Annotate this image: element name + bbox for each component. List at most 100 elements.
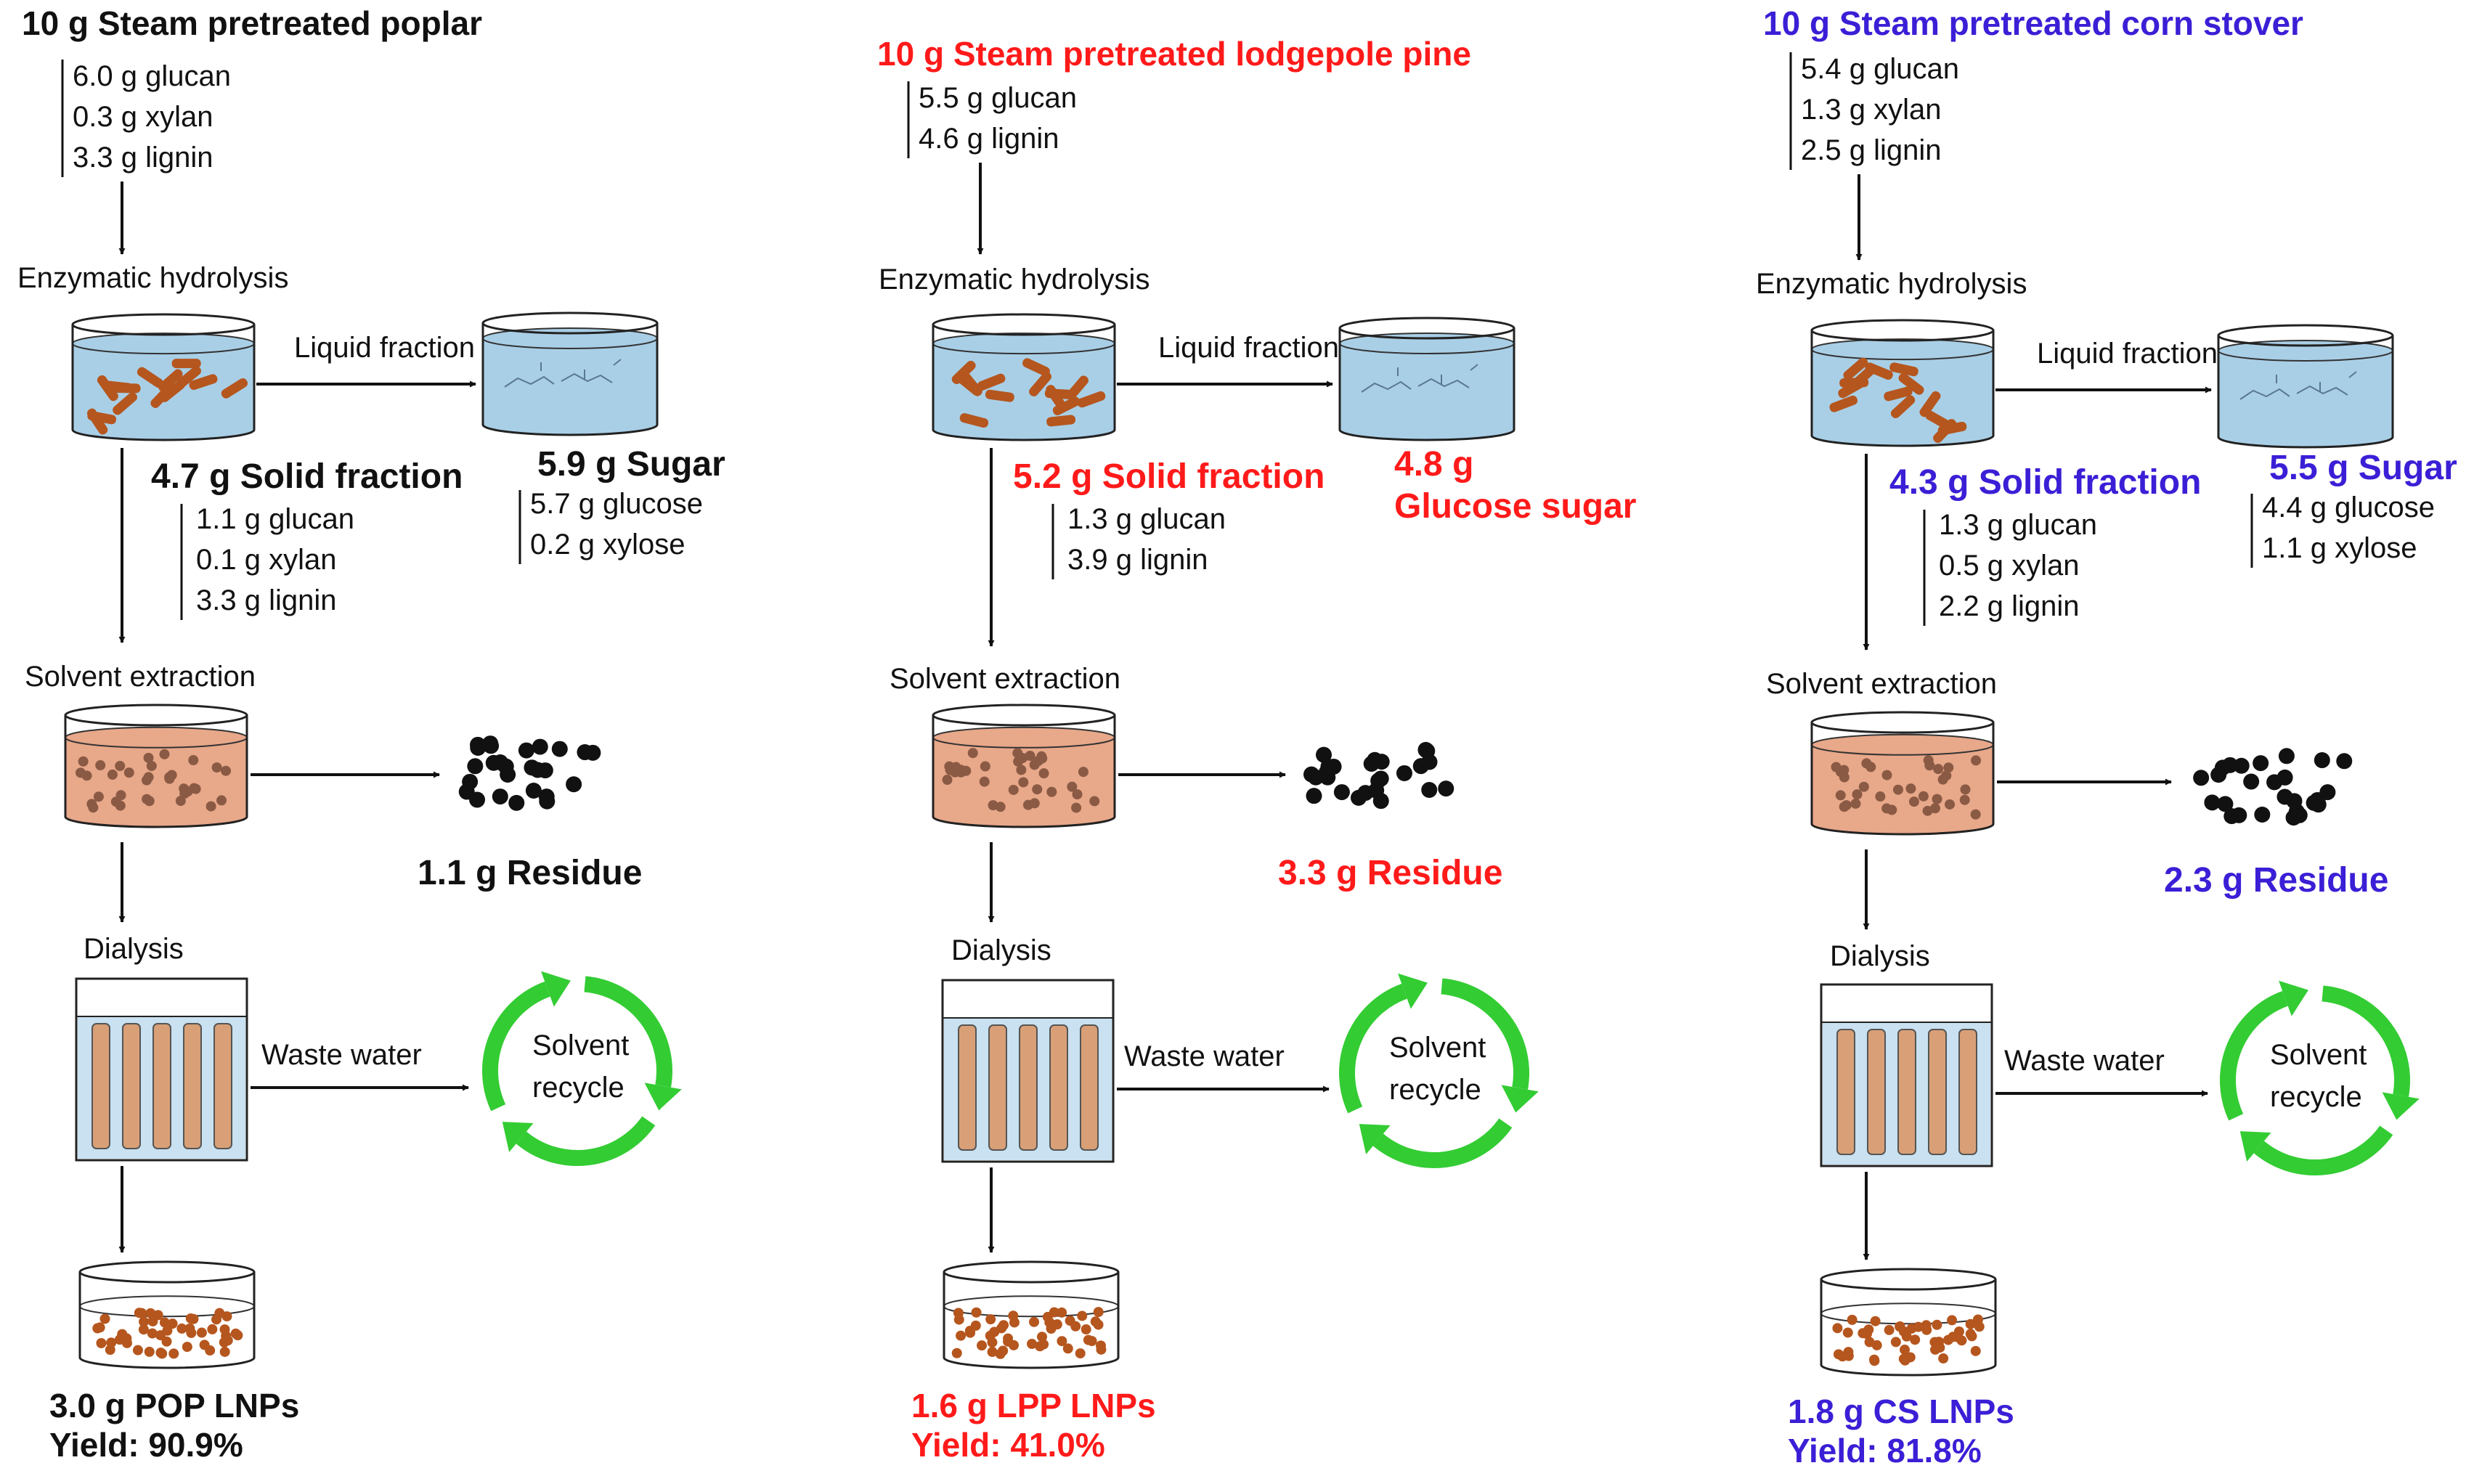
solvent-extraction-beaker-icon (932, 704, 1116, 828)
enzymatic-hydrolysis-beaker-icon (71, 313, 256, 441)
dialysis-tank-icon (1820, 983, 1993, 1167)
feed-composition: 6.0 g glucan 0.3 g xylan 3.3 g lignin (61, 60, 231, 177)
liquid-fraction-label: Liquid fraction (2037, 338, 2218, 370)
sugar-composition: 4.4 g glucose 1.1 g xylose (2250, 492, 2435, 568)
feed-item: 5.4 g glucan (1801, 53, 1959, 85)
solid-composition: 1.1 g glucan 0.1 g xylan 3.3 g lignin (180, 503, 354, 620)
wood-chips (86, 359, 248, 435)
residue-amount: 3.3 g Residue (1278, 854, 1502, 892)
feed-item: 2.5 g lignin (1801, 134, 1941, 166)
lnp-amount: 3.0 g POP LNPs (49, 1387, 299, 1424)
solvent-recycle-label: Solvent (532, 1030, 629, 1061)
solvent-recycle-arrows-icon: Solvent recycle (482, 971, 682, 1166)
slurry-particles (942, 748, 1100, 813)
column-poplar: 10 g Steam pretreated poplar 6.0 g glucan… (17, 4, 725, 1464)
sugar-molecule-icon (2239, 371, 2357, 400)
solid-item: 3.9 g lignin (1067, 544, 1208, 576)
feed-item: 0.3 g xylan (73, 101, 213, 133)
enzymatic-hydrolysis-label: Enzymatic hydrolysis (17, 262, 288, 294)
sugar-molecule-icon (504, 359, 622, 388)
sugar-item: 5.7 g glucose (530, 488, 703, 520)
slurry-particles (75, 749, 232, 813)
sugar-amount: 5.9 g Sugar (537, 445, 725, 484)
wood-chips (951, 358, 1106, 428)
feed-composition: 5.5 g glucan 4.6 g lignin (907, 81, 1077, 158)
feed-item: 1.3 g xylan (1801, 94, 1941, 126)
feed-item: 6.0 g glucan (73, 60, 231, 92)
solvent-recycle-label: recycle (532, 1072, 624, 1104)
wood-chips (1829, 357, 1967, 443)
feed-composition: 5.4 g glucan 1.3 g xylan 2.5 g lignin (1789, 52, 1959, 170)
solvent-extraction-label: Solvent extraction (890, 663, 1120, 695)
sugar-item: 1.1 g xylose (2262, 532, 2417, 564)
enzymatic-hydrolysis-beaker-icon (1810, 319, 1995, 447)
enzymatic-hydrolysis-label: Enzymatic hydrolysis (879, 264, 1150, 295)
residue-particles-icon (2193, 748, 2353, 826)
solid-item: 0.1 g xylan (196, 544, 336, 576)
feedstock-title: 10 g Steam pretreated corn stover (1763, 4, 2303, 42)
lnp-particles (1832, 1314, 1985, 1366)
waste-water-label: Waste water (1124, 1040, 1285, 1072)
lnp-dish-icon (78, 1260, 256, 1369)
solid-fraction-title: 4.3 g Solid fraction (1889, 463, 2201, 502)
enzymatic-hydrolysis-label: Enzymatic hydrolysis (1756, 268, 2027, 300)
sugar-solution-beaker-icon (1338, 317, 1515, 441)
feed-item: 3.3 g lignin (73, 142, 213, 174)
solvent-extraction-label: Solvent extraction (1766, 668, 1997, 700)
sugar-amount: 4.8 g (1394, 445, 1473, 484)
solid-fraction-title: 4.7 g Solid fraction (151, 457, 463, 496)
solid-item: 1.1 g glucan (196, 503, 354, 535)
lnp-particles (92, 1308, 243, 1359)
liquid-fraction-label: Liquid fraction (1158, 332, 1339, 364)
dialysis-label: Dialysis (951, 934, 1051, 966)
lnp-amount: 1.8 g CS LNPs (1788, 1393, 2014, 1430)
column-pine: 10 g Steam pretreated lodgepole pine 5.5 … (877, 35, 1636, 1464)
solvent-extraction-label: Solvent extraction (25, 661, 256, 693)
solvent-recycle-label: Solvent (2270, 1039, 2367, 1071)
sugar-amount: 5.5 g Sugar (2269, 449, 2457, 487)
solid-item: 0.5 g xylan (1939, 550, 2079, 582)
dialysis-label: Dialysis (84, 933, 184, 965)
feed-item: 5.5 g glucan (919, 82, 1077, 114)
dialysis-tank-icon (75, 977, 248, 1162)
sugar-type: Glucose sugar (1394, 487, 1636, 526)
lnp-yield: Yield: 90.9% (49, 1426, 243, 1464)
sugar-item: 4.4 g glucose (2262, 492, 2435, 523)
lnp-particles (951, 1307, 1107, 1359)
liquid-fraction-label: Liquid fraction (294, 332, 475, 364)
solid-item: 1.3 g glucan (1939, 509, 2097, 541)
solid-item: 2.2 g lignin (1939, 590, 2079, 622)
sugar-solution-beaker-icon (481, 311, 659, 436)
enzymatic-hydrolysis-beaker-icon (932, 313, 1116, 441)
sugar-solution-beaker-icon (2217, 324, 2394, 449)
lnp-dish-icon (1820, 1268, 1997, 1377)
lnp-yield: Yield: 81.8% (1788, 1432, 1982, 1469)
dialysis-tank-icon (941, 979, 1115, 1163)
waste-water-label: Waste water (2004, 1045, 2165, 1077)
solid-composition: 1.3 g glucan 3.9 g lignin (1051, 503, 1226, 579)
column-corn: 10 g Steam pretreated corn stover 5.4 g g… (1756, 4, 2457, 1469)
residue-amount: 1.1 g Residue (418, 854, 642, 892)
feedstock-title: 10 g Steam pretreated poplar (22, 4, 482, 42)
solvent-recycle-label: Solvent (1389, 1032, 1486, 1064)
solid-item: 3.3 g lignin (196, 584, 336, 616)
waste-water-label: Waste water (261, 1039, 422, 1071)
solvent-extraction-beaker-icon (64, 704, 248, 828)
residue-particles-icon (458, 735, 601, 811)
solid-composition: 1.3 g glucan 0.5 g xylan 2.2 g lignin (1923, 509, 2097, 626)
lnp-dish-icon (943, 1260, 1120, 1369)
sugar-molecule-icon (1361, 364, 1478, 393)
solid-item: 1.3 g glucan (1067, 503, 1226, 535)
dialysis-label: Dialysis (1830, 940, 1930, 972)
residue-amount: 2.3 g Residue (2164, 861, 2388, 900)
solvent-extraction-beaker-icon (1810, 711, 1995, 836)
slurry-particles (1831, 755, 1982, 820)
solid-fraction-title: 5.2 g Solid fraction (1013, 457, 1325, 496)
lnp-yield: Yield: 41.0% (911, 1426, 1105, 1464)
sugar-item: 0.2 g xylose (530, 529, 685, 560)
feedstock-title: 10 g Steam pretreated lodgepole pine (877, 35, 1471, 73)
feed-item: 4.6 g lignin (919, 123, 1059, 155)
